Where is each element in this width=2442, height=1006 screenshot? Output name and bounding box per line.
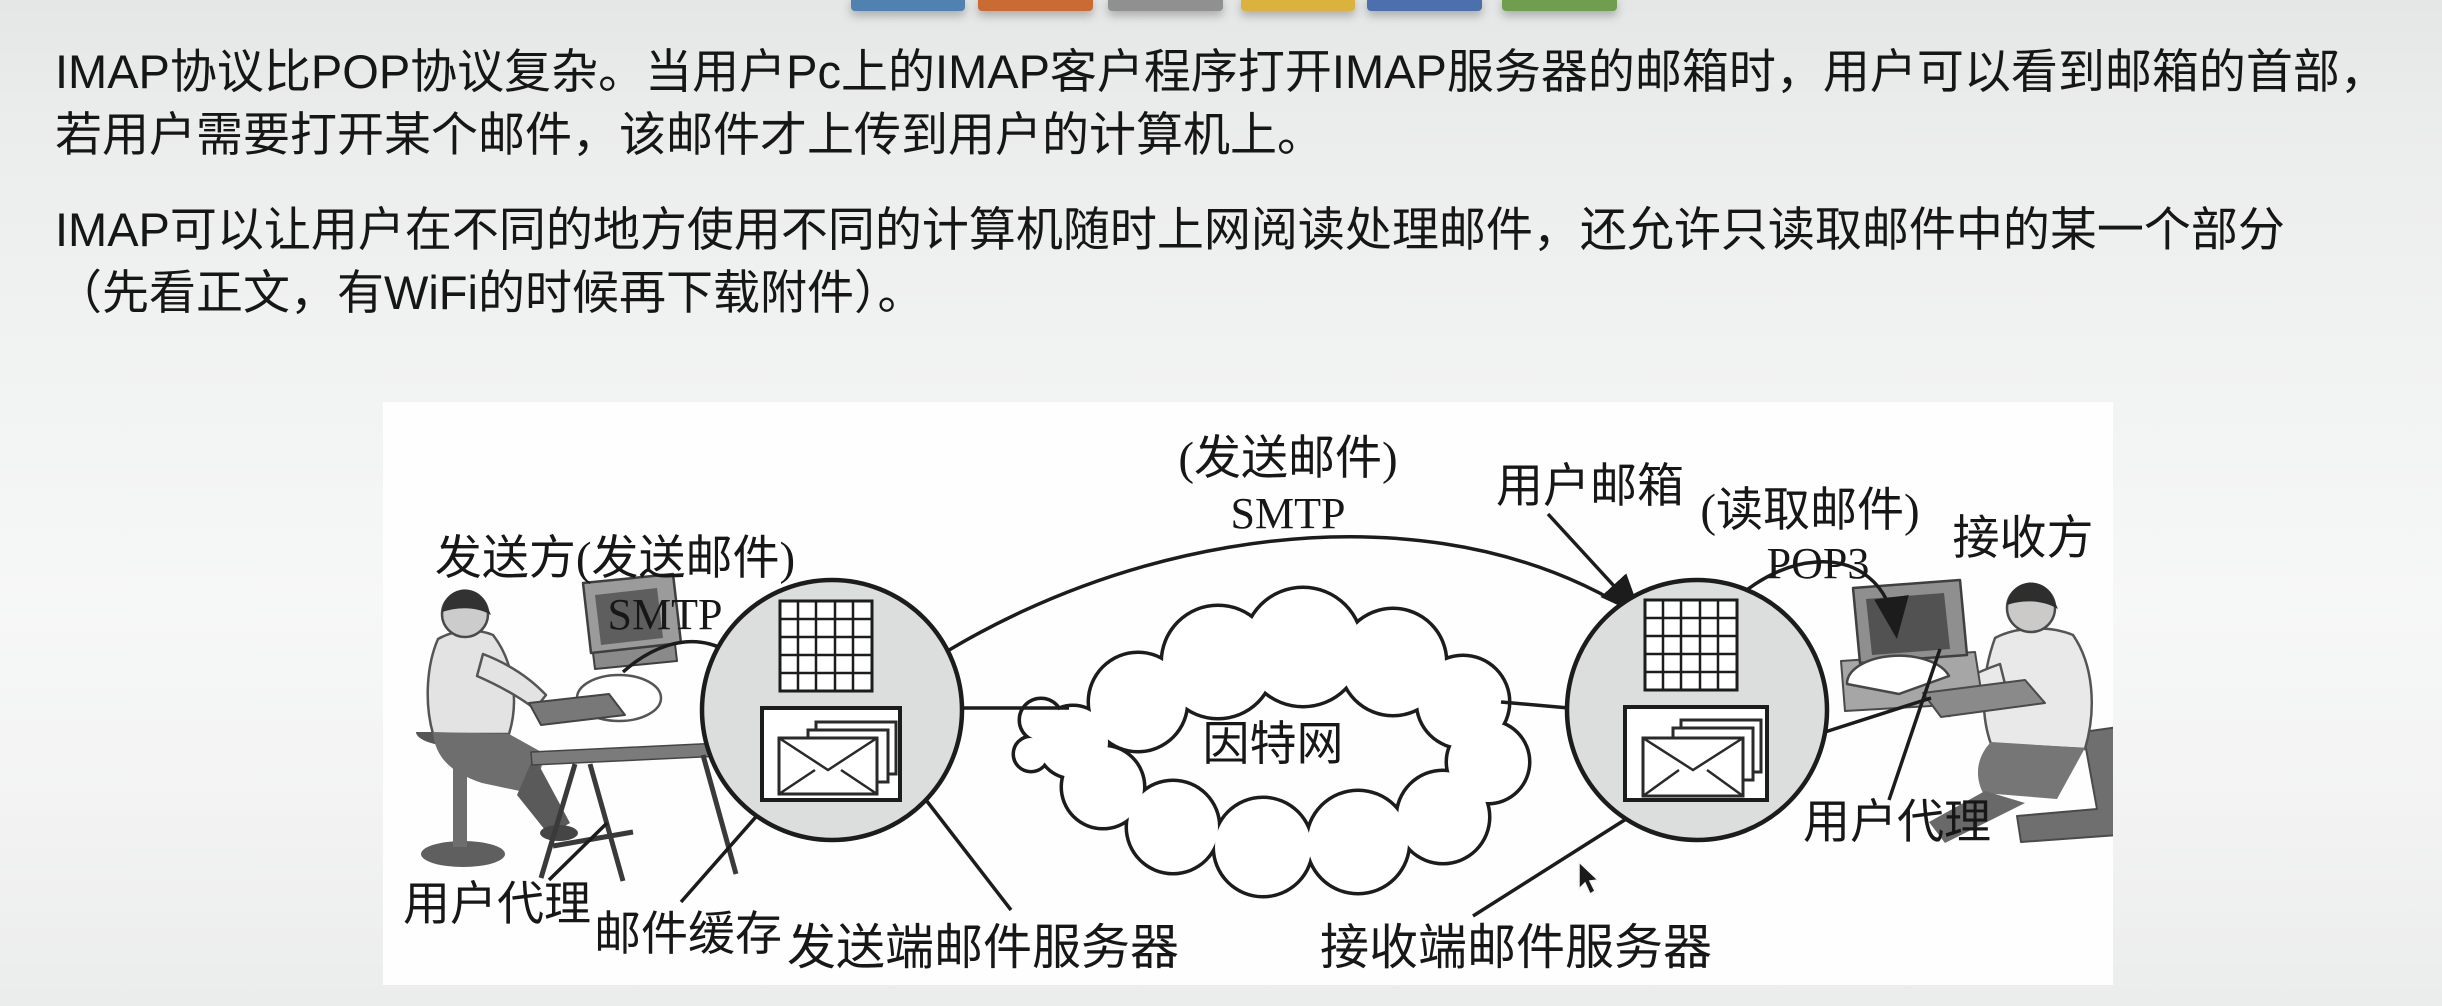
sender-label: 发送方(发送邮件) bbox=[435, 533, 795, 585]
user-agent-left-label: 用户代理 bbox=[403, 879, 591, 931]
send-mail-smtp-label: SMTP bbox=[1231, 489, 1346, 538]
line-to-sending-server-label bbox=[924, 798, 1013, 912]
receiver-keyboard bbox=[1922, 679, 2046, 718]
sender-smtp-label: SMTP bbox=[608, 590, 723, 639]
top-square-darkblue bbox=[1367, 0, 1482, 11]
read-mail-caption: (读取邮件) bbox=[1700, 485, 1919, 537]
receiver-thigh bbox=[1977, 742, 2085, 799]
line-to-user-agent-left-label bbox=[547, 821, 609, 882]
paragraph2-line1: IMAP可以让用户在不同的地方使用不同的计算机随时上网阅读处理邮件，还允许只读取… bbox=[55, 203, 2285, 256]
receiver-label: 接收方 bbox=[1953, 513, 2094, 565]
receiving-mail-server bbox=[1564, 577, 1830, 843]
internet-cloud: 因特网 bbox=[1011, 585, 1532, 899]
mail-cache-icon bbox=[760, 706, 902, 802]
sender-hair bbox=[442, 589, 491, 615]
pop3-label: POP3 bbox=[1767, 539, 1870, 588]
receiver-screen bbox=[1866, 593, 1950, 655]
top-square-blue bbox=[851, 0, 965, 11]
mouse-cursor bbox=[1578, 860, 1600, 896]
line-to-user-agent-right-label bbox=[1887, 648, 1942, 801]
sender-leg bbox=[517, 756, 570, 835]
top-square-yellow bbox=[1241, 0, 1355, 11]
receiver-disc bbox=[1845, 654, 1951, 696]
sender-figure bbox=[416, 572, 739, 882]
paragraph1-line2: 若用户需要打开某个邮件，该邮件才上传到用户的计算机上。 bbox=[55, 108, 1324, 161]
paragraph1-line1: IMAP协议比POP协议复杂。当用户Pc上的IMAP客户程序打开IMAP服务器的… bbox=[55, 45, 2387, 98]
cloud-fill bbox=[1015, 589, 1528, 895]
user-agent-right-label: 用户代理 bbox=[1803, 797, 1991, 849]
line-cloud-to-recvserver bbox=[1500, 700, 1570, 710]
internet-label: 因特网 bbox=[1203, 719, 1344, 771]
sender-keyboard bbox=[528, 693, 626, 726]
user-mailbox-grid-icon-right bbox=[1643, 598, 1739, 692]
top-square-orange bbox=[978, 0, 1093, 11]
sending-mail-server bbox=[699, 577, 965, 843]
receiver-hair bbox=[2007, 582, 2058, 609]
paragraph2-line2: （先看正文，有WiFi的时候再下载附件）。 bbox=[55, 266, 925, 319]
sender-thigh bbox=[433, 732, 545, 794]
mail-system-diagram-panel: 因特网 bbox=[383, 402, 2134, 985]
user-mailbox-store-icon bbox=[1623, 705, 1769, 802]
line-user-mailbox-pointer bbox=[1546, 512, 1642, 617]
top-square-gray bbox=[1108, 0, 1223, 11]
receiving-server-label: 接收端邮件服务器 bbox=[1320, 920, 1712, 975]
stool-base bbox=[421, 841, 505, 867]
receiver-leg bbox=[1929, 791, 2025, 843]
desk-top bbox=[530, 742, 723, 766]
sending-server-label: 发送端邮件服务器 bbox=[787, 920, 1179, 975]
mail-system-diagram: 因特网 bbox=[403, 433, 2134, 975]
paragraph-imap-benefits: IMAP可以让用户在不同的地方使用不同的计算机随时上网阅读处理邮件，还允许只读取… bbox=[55, 198, 2415, 324]
mail-cache-label: 邮件缓存 bbox=[594, 909, 782, 961]
line-to-mail-cache-label bbox=[679, 800, 771, 904]
paragraph-imap-vs-pop: IMAP协议比POP协议复杂。当用户Pc上的IMAP客户程序打开IMAP服务器的… bbox=[55, 40, 2415, 166]
desk-tripod-legs bbox=[538, 754, 739, 882]
line-to-receiving-server-label bbox=[1472, 800, 1654, 918]
top-square-green bbox=[1502, 0, 1617, 11]
sender-screen bbox=[595, 588, 663, 645]
line-recvserver-to-pc bbox=[1824, 696, 1932, 734]
sender-shoe bbox=[540, 825, 578, 841]
user-mailbox-grid-icon-left bbox=[778, 599, 874, 693]
receiver-figure bbox=[1840, 578, 2134, 843]
user-mailbox-label: 用户邮箱 bbox=[1496, 461, 1684, 513]
send-mail-caption: (发送邮件) bbox=[1178, 433, 1397, 485]
